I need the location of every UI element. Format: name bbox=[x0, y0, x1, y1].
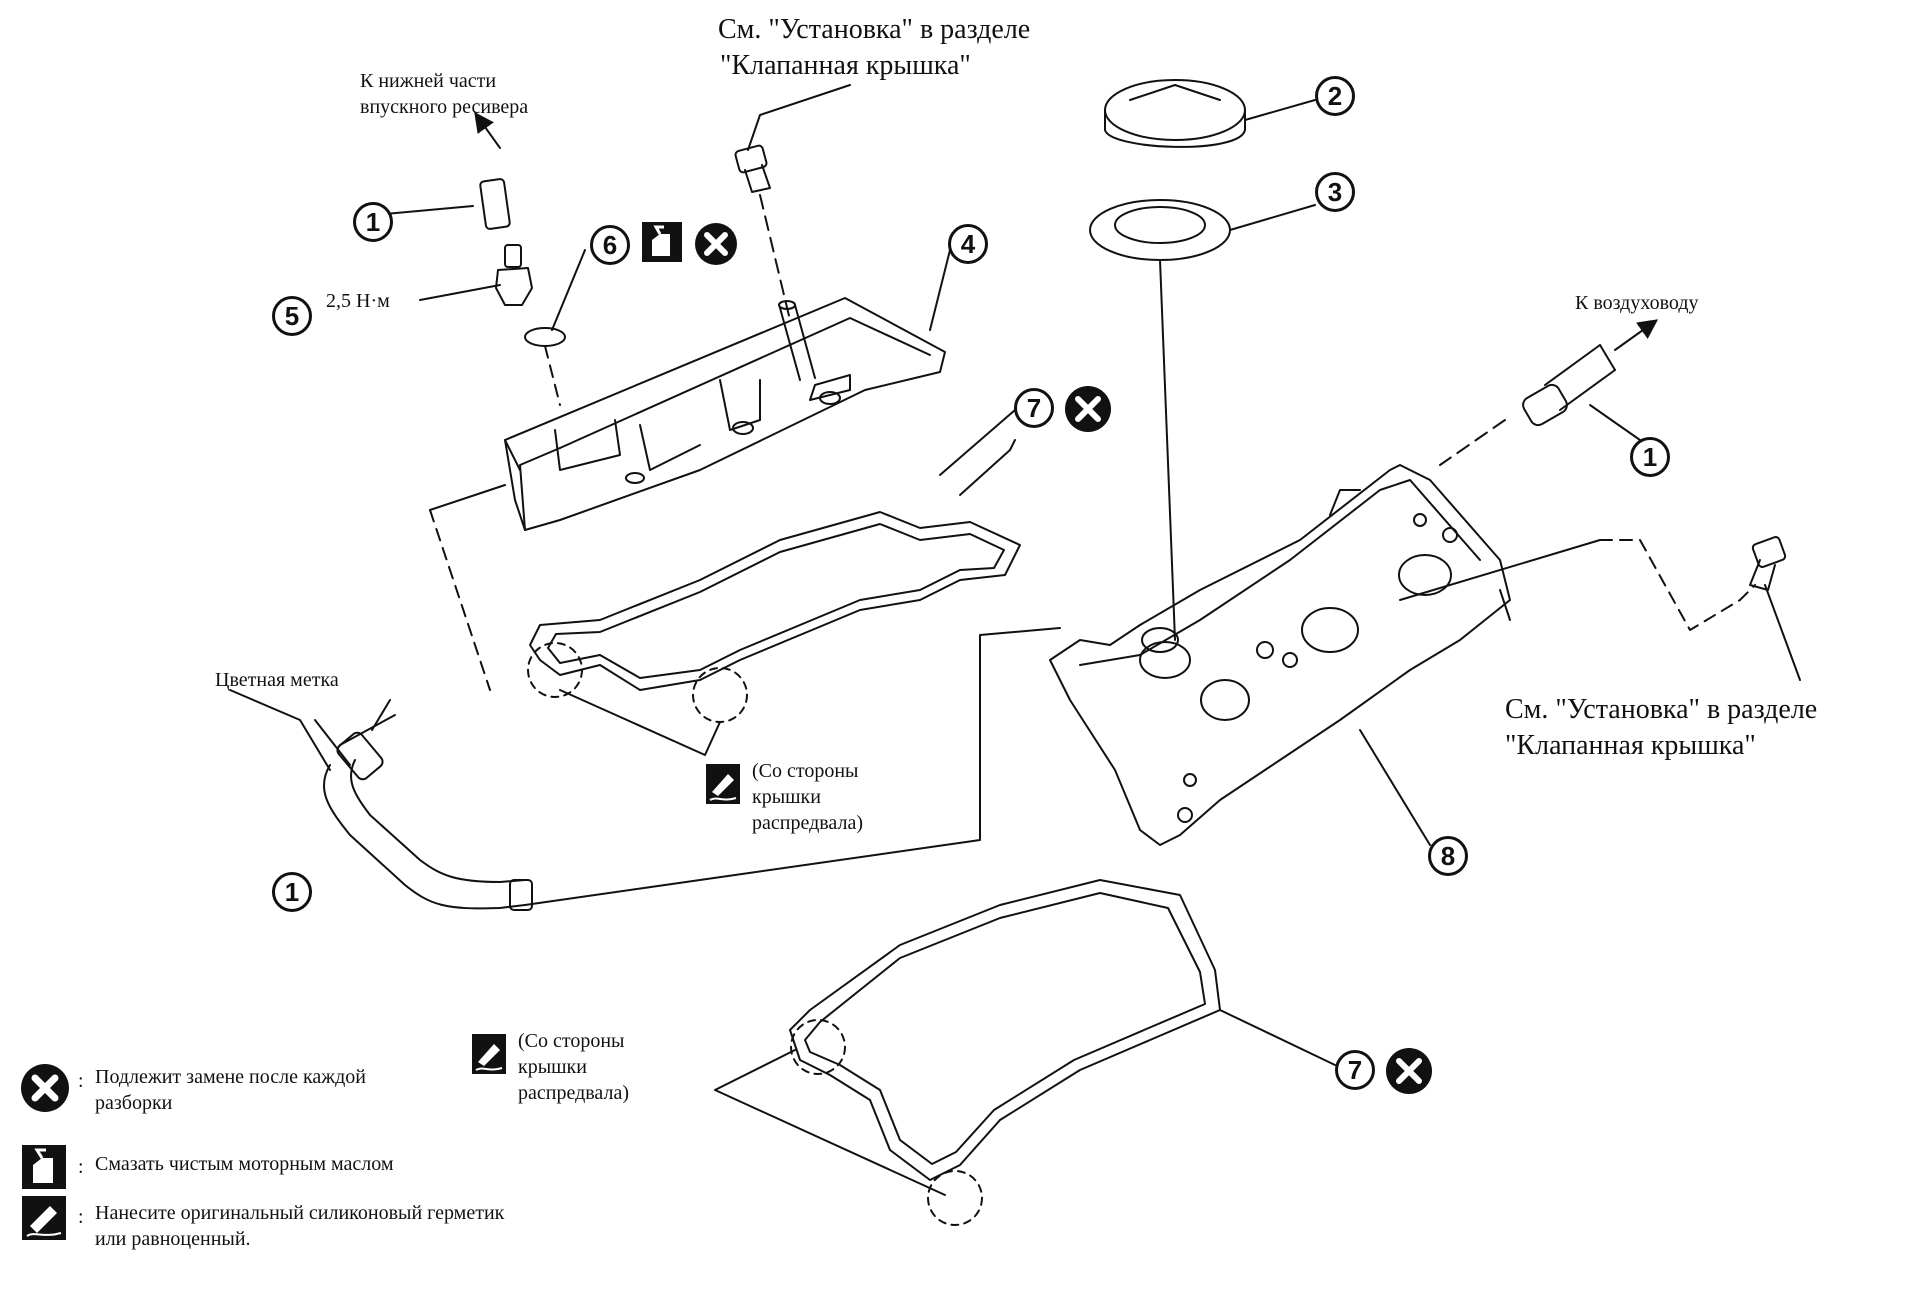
callout-1-top-left: 1 bbox=[353, 202, 393, 242]
callout-1-lower-left: 1 bbox=[272, 872, 312, 912]
left-valve-cover bbox=[504, 297, 946, 531]
sealant-tube-icon bbox=[472, 1034, 506, 1074]
pcv-valve-assembly bbox=[474, 111, 566, 406]
legend-colon: : bbox=[78, 1070, 84, 1092]
camshaft-side-1-line1: (Со стороны bbox=[752, 760, 859, 782]
oil-can-icon bbox=[22, 1145, 66, 1189]
bottom-gasket bbox=[714, 879, 1336, 1226]
ref-top-line1: См. "Установка" в разделе bbox=[718, 14, 1031, 45]
oil-filler-seal bbox=[1089, 199, 1316, 641]
to-air-duct-label: К воздуховоду bbox=[1575, 292, 1699, 314]
camshaft-side-1-line3: распредвала) bbox=[752, 812, 863, 834]
ref-right-label: См. "Установка" в разделе "Клапанная кры… bbox=[1505, 692, 1817, 764]
right-hose bbox=[1439, 319, 1659, 466]
lower-hose bbox=[229, 627, 1061, 911]
callout-6: 6 bbox=[590, 225, 630, 265]
callout-7-bottom: 7 bbox=[1335, 1050, 1375, 1090]
callout-5: 5 bbox=[272, 296, 312, 336]
camshaft-side-1-line2: крышки bbox=[752, 786, 821, 808]
callout-4: 4 bbox=[948, 224, 988, 264]
legend-replace-line2: разборки bbox=[95, 1092, 173, 1114]
camshaft-side-2-line2: крышки bbox=[518, 1056, 587, 1078]
right-bolt bbox=[1399, 536, 1801, 681]
oil-filler-cap bbox=[1104, 79, 1316, 148]
callout-3: 3 bbox=[1315, 172, 1355, 212]
camshaft-side-2-line3: распредвала) bbox=[518, 1082, 629, 1104]
intake-lower-line1: К нижней части bbox=[360, 70, 497, 92]
legend-colon: : bbox=[78, 1156, 84, 1178]
camshaft-side-label-2: (Со стороны крышки распредвала) bbox=[518, 1028, 629, 1106]
intake-lower-line2: впускного ресивера bbox=[360, 96, 529, 118]
callout-8: 8 bbox=[1428, 836, 1468, 876]
top-bolt bbox=[734, 84, 851, 321]
ref-top-line2: "Клапанная крышка" bbox=[720, 50, 971, 81]
legend-colon: : bbox=[78, 1206, 84, 1228]
ref-right-line1: См. "Установка" в разделе bbox=[1505, 694, 1818, 725]
legend-replace-text: Подлежит замене после каждой разборки bbox=[95, 1064, 366, 1116]
right-valve-cover bbox=[1049, 464, 1511, 846]
sealant-tube-icon bbox=[706, 764, 740, 804]
legend-oil-text: Смазать чистым моторным маслом bbox=[95, 1153, 394, 1175]
camshaft-side-2-line1: (Со стороны bbox=[518, 1030, 625, 1052]
legend-sealant-line1: Нанесите оригинальный силиконовый гермет… bbox=[95, 1202, 505, 1224]
replace-x-icon bbox=[695, 223, 737, 265]
callout-2: 2 bbox=[1315, 76, 1355, 116]
legend-sealant-text: Нанесите оригинальный силиконовый гермет… bbox=[95, 1200, 504, 1252]
legend-replace-line1: Подлежит замене после каждой bbox=[95, 1066, 366, 1088]
torque-label: 2,5 Н·м bbox=[326, 290, 390, 312]
callout-7-top: 7 bbox=[1014, 388, 1054, 428]
replace-x-icon bbox=[21, 1064, 69, 1112]
callout-1-right: 1 bbox=[1630, 437, 1670, 477]
oil-can-icon bbox=[642, 222, 682, 262]
intake-lower-label: К нижней части впускного ресивера bbox=[360, 68, 528, 120]
sealant-tube-icon bbox=[22, 1196, 66, 1240]
color-mark-label: Цветная метка bbox=[215, 669, 339, 691]
ref-right-line2: "Клапанная крышка" bbox=[1505, 730, 1756, 761]
replace-x-icon bbox=[1386, 1048, 1432, 1094]
ref-top-label: См. "Установка" в разделе "Клапанная кры… bbox=[718, 12, 1030, 84]
top-gasket bbox=[527, 439, 1021, 756]
camshaft-side-label-1: (Со стороны крышки распредвала) bbox=[752, 758, 863, 836]
legend-sealant-line2: или равноценный. bbox=[95, 1228, 251, 1250]
replace-x-icon bbox=[1065, 386, 1111, 432]
